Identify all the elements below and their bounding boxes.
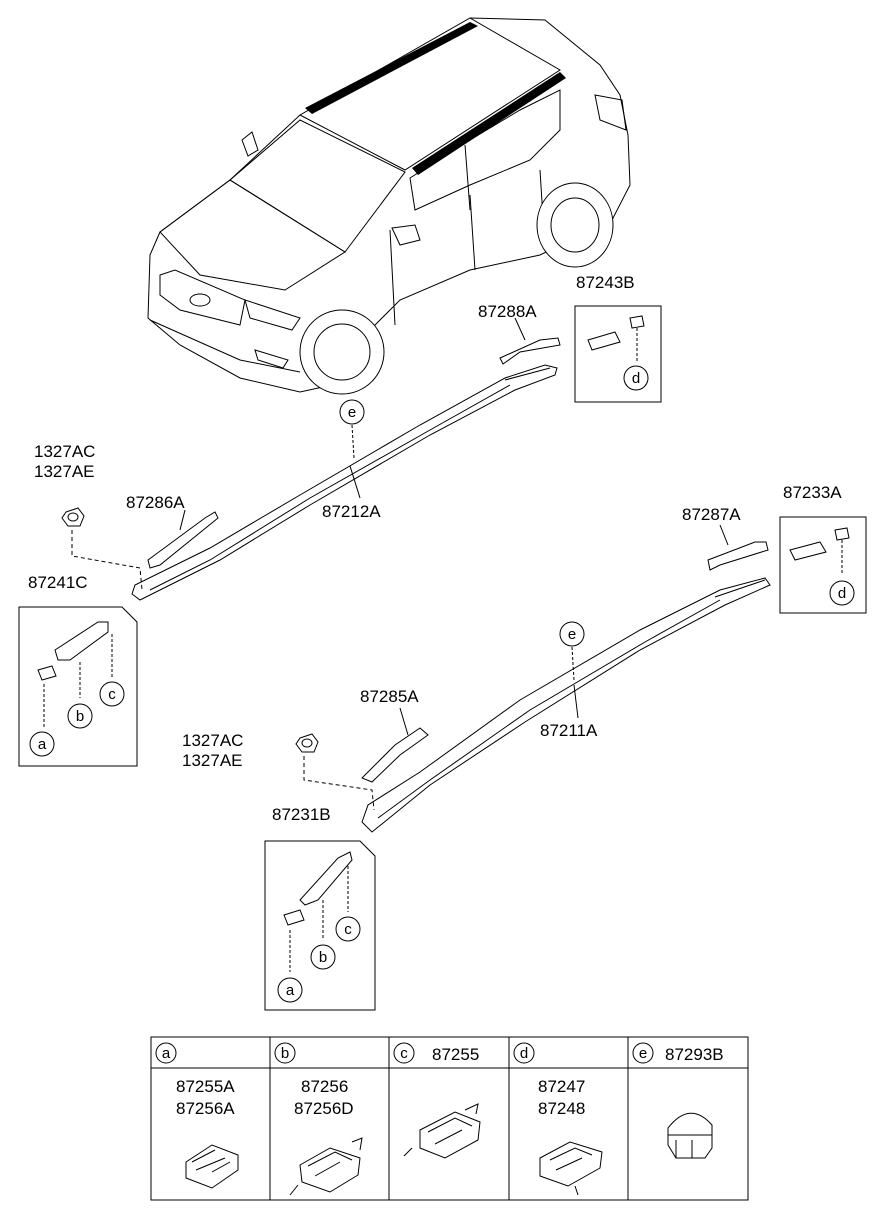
svg-text:b: b xyxy=(76,708,84,725)
callout-c-87231b: c xyxy=(335,916,361,942)
kit-box-87231b xyxy=(264,840,376,1011)
label-87233a: 87233A xyxy=(783,483,842,502)
callout-c-87241c: c xyxy=(99,681,125,707)
svg-text:c: c xyxy=(108,686,116,703)
kit-box-87233a xyxy=(779,516,867,614)
roof-rack-87212a xyxy=(131,364,558,601)
callout-d-87243b: d xyxy=(623,365,649,391)
clip-d-drawing xyxy=(539,1141,603,1196)
vehicle-illustration xyxy=(147,17,631,395)
svg-text:a: a xyxy=(162,1045,171,1062)
clip-b-drawing xyxy=(289,1137,363,1196)
table-b-part-2: 87256D xyxy=(294,1099,354,1118)
svg-text:a: a xyxy=(38,736,47,753)
svg-text:c: c xyxy=(344,921,352,938)
roof-rack-87211a xyxy=(361,577,771,833)
svg-text:b: b xyxy=(319,949,327,966)
label-1327ae-lower: 1327AE xyxy=(182,751,243,770)
label-87212a: 87212A xyxy=(322,502,381,521)
table-d-part-1: 87247 xyxy=(538,1077,585,1096)
table-header-e-part: 87293B xyxy=(665,1045,724,1064)
table-b-part-1: 87256 xyxy=(301,1077,348,1096)
svg-text:d: d xyxy=(838,585,846,602)
table-a-part-2: 87256A xyxy=(176,1099,235,1118)
kit-box-87243b xyxy=(574,305,662,403)
svg-text:d: d xyxy=(520,1045,528,1062)
kit-box-87241c xyxy=(18,606,138,767)
end-cover-87287a xyxy=(707,541,769,571)
label-87285a: 87285A xyxy=(360,687,419,706)
label-87288a: 87288A xyxy=(478,302,537,321)
nut-upper xyxy=(61,507,85,527)
clip-a-drawing xyxy=(185,1144,239,1189)
callout-e-lower: e xyxy=(559,621,585,647)
svg-text:e: e xyxy=(568,626,576,643)
clip-c-drawing xyxy=(403,1103,481,1159)
end-cover-87288a xyxy=(499,337,561,365)
table-d-part-2: 87248 xyxy=(538,1099,585,1118)
label-1327ac-lower: 1327AC xyxy=(182,731,243,750)
label-87286a: 87286A xyxy=(126,493,185,512)
label-1327ae-upper: 1327AE xyxy=(34,462,95,481)
table-header-c-part: 87255 xyxy=(432,1045,479,1064)
table-header-b: b xyxy=(274,1042,296,1064)
clip-e-drawing xyxy=(667,1112,713,1159)
nut-lower xyxy=(295,733,319,753)
reference-table: a b c 87255 d e 87293B 87255A 87256A 872… xyxy=(150,1036,749,1201)
end-cover-87285a xyxy=(361,727,429,783)
callout-b-87231b: b xyxy=(310,944,336,970)
table-header-a: a xyxy=(155,1042,177,1064)
svg-text:d: d xyxy=(632,370,640,387)
table-header-e: e 87293B xyxy=(632,1042,724,1064)
label-87241c: 87241C xyxy=(28,573,88,592)
svg-text:a: a xyxy=(286,982,295,999)
callout-e-upper: e xyxy=(339,399,365,425)
label-87211a: 87211A xyxy=(540,721,598,740)
callout-a-87231b: a xyxy=(277,977,303,1003)
table-a-part-1: 87255A xyxy=(176,1077,235,1096)
callout-a-87241c: a xyxy=(29,731,55,757)
label-87243b: 87243B xyxy=(576,273,635,292)
end-cover-87286a xyxy=(147,511,219,569)
table-header-c: c 87255 xyxy=(393,1042,479,1064)
svg-text:e: e xyxy=(639,1045,647,1062)
label-87231b: 87231B xyxy=(272,805,331,824)
callout-b-87241c: b xyxy=(67,703,93,729)
callout-d-87233a: d xyxy=(829,580,855,606)
label-87287a: 87287A xyxy=(682,505,741,524)
label-1327ac-upper: 1327AC xyxy=(34,442,95,461)
svg-text:c: c xyxy=(400,1045,408,1062)
svg-text:b: b xyxy=(281,1045,289,1062)
table-header-d: d xyxy=(513,1042,535,1064)
svg-text:e: e xyxy=(348,404,356,421)
